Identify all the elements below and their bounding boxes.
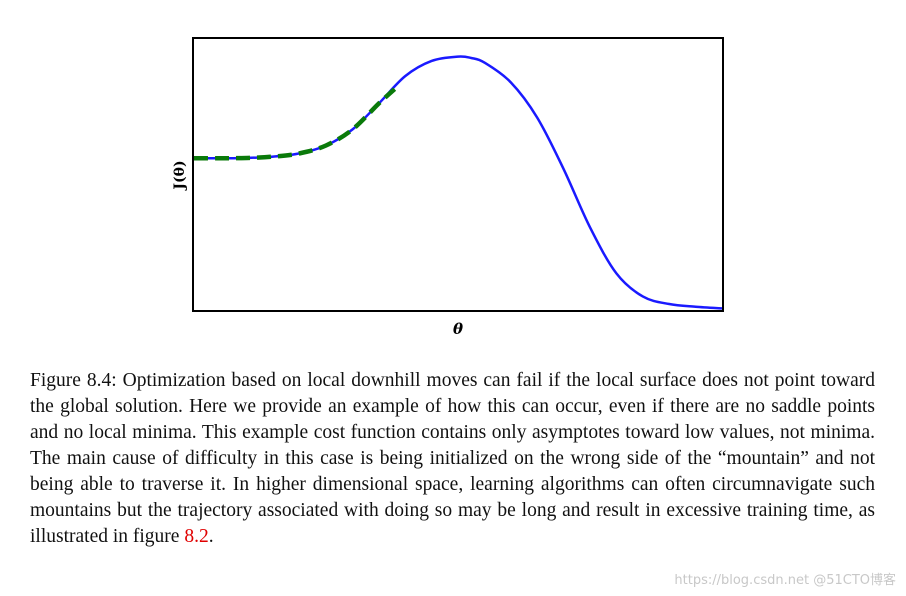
chart: J(θ) θ xyxy=(172,37,724,338)
x-axis-label: θ xyxy=(453,320,463,338)
series-line-dashed xyxy=(193,87,397,161)
series-layer xyxy=(193,55,723,310)
caption-text: Figure 8.4: Optimization based on local … xyxy=(30,370,875,547)
watermark: https://blog.csdn.net @51CTO博客 xyxy=(674,573,896,588)
plot-frame xyxy=(192,37,724,312)
figure-caption: Figure 8.4: Optimization based on local … xyxy=(30,368,875,550)
figure-reference-link[interactable]: 8.2 xyxy=(184,526,209,547)
y-axis-label: J(θ) xyxy=(172,160,188,191)
series-line-solid xyxy=(193,55,723,310)
caption-end: . xyxy=(208,526,214,547)
